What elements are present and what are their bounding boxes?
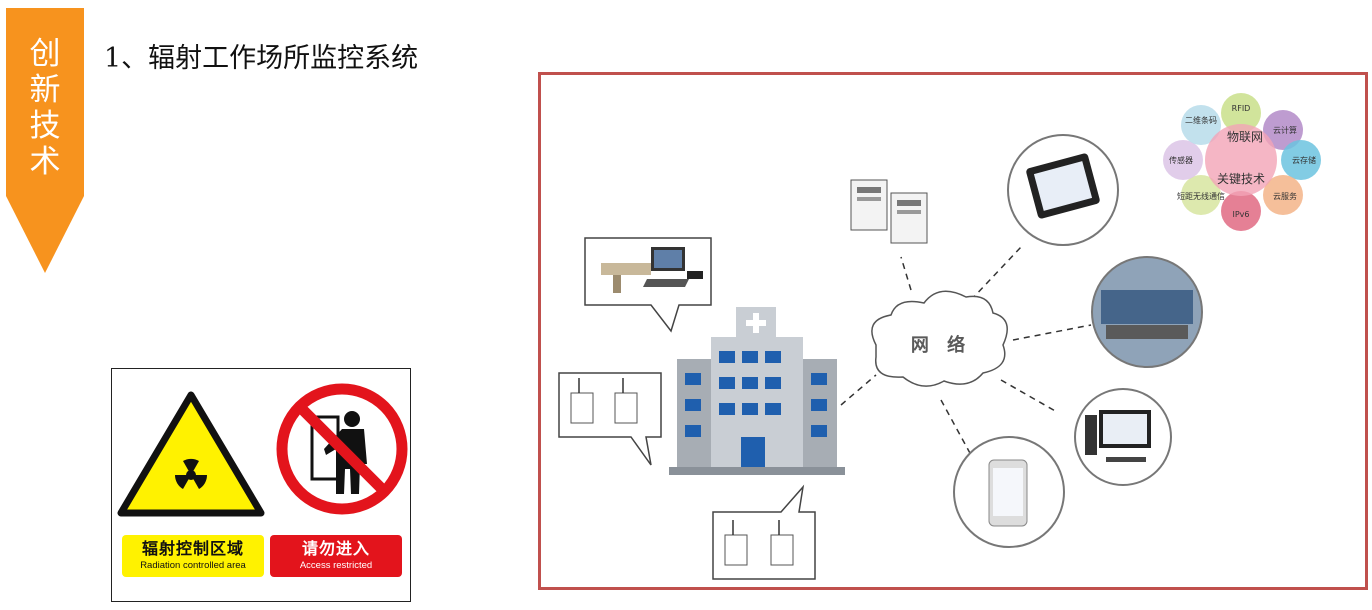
page-title: 1、辐射工作场所监控系统 [104, 43, 419, 74]
radiation-area-label-cn: 辐射控制区域 [141, 539, 244, 558]
radiation-area-label-en: Radiation controlled area [140, 560, 246, 571]
banner-text: 创 新 技 术 [6, 36, 84, 180]
no-entry-label-en: Access restricted [299, 560, 373, 571]
venn-petal-label: 二维条码 [1185, 115, 1217, 125]
server-icon [850, 179, 928, 244]
smartphone-icon [953, 436, 1065, 548]
control-room-icon [1091, 256, 1203, 368]
radiation-warning-icon [117, 391, 265, 517]
iot-key-technologies-diagram: RFID 云计算 云存储 云服务 IPv6 短距无线通信 传感器 二维条码 物联… [1163, 93, 1321, 231]
banner-shape [6, 8, 84, 273]
hospital-building-icon [669, 307, 845, 475]
venn-petal-label: RFID [1232, 104, 1251, 113]
venn-center-top: 物联网 [1227, 130, 1263, 144]
venn-petal-label: 短距无线通信 [1177, 191, 1225, 201]
banner-char: 新 [29, 72, 61, 108]
speech-bubble-equipment [584, 237, 712, 333]
connection-lines [840, 246, 1092, 456]
network-label: 网 络 [911, 334, 971, 356]
venn-petal-label: IPv6 [1232, 210, 1249, 219]
venn-petal-label: 云存储 [1292, 155, 1316, 165]
no-entry-label: 请勿进入 Access restricted [270, 535, 402, 577]
venn-petal-label: 传感器 [1169, 155, 1193, 165]
speech-bubble-sensors-bottom [712, 484, 816, 580]
tablet-device-icon [1007, 134, 1119, 246]
no-entry-icon [276, 383, 408, 515]
no-entry-label-cn: 请勿进入 [301, 539, 370, 558]
venn-center-bottom: 关键技术 [1217, 172, 1265, 186]
warning-sign: 辐射控制区域 Radiation controlled area 请勿进入 Ac… [111, 368, 411, 602]
banner-char: 术 [29, 144, 61, 180]
radiation-area-label: 辐射控制区域 Radiation controlled area [122, 535, 264, 577]
banner-char: 技 [29, 108, 61, 144]
cloud-network-icon: 网 络 [871, 290, 1008, 387]
banner-char: 创 [29, 36, 61, 72]
speech-bubble-sensors-left [558, 372, 662, 466]
venn-petal-label: 云服务 [1273, 191, 1297, 201]
desktop-computer-icon [1074, 388, 1172, 486]
venn-petal-label: 云计算 [1273, 125, 1297, 135]
network-diagram-graphics: 网 络 [558, 93, 1321, 580]
warning-sign-graphics [117, 383, 408, 517]
network-diagram: 网 络 [538, 72, 1368, 590]
